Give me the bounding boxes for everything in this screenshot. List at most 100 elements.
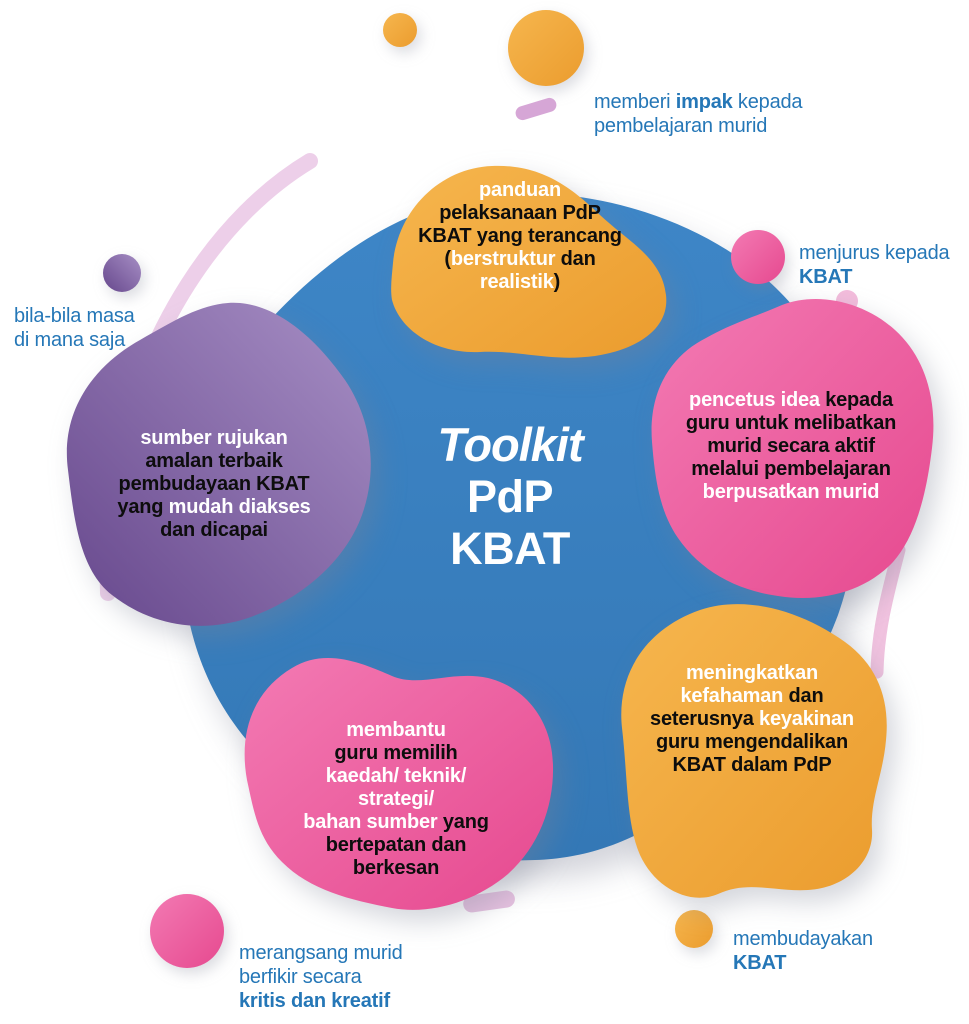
orange-dot-bottom-right	[675, 910, 713, 948]
label-line: KBAT	[799, 265, 949, 289]
text-segment: dan	[555, 248, 596, 270]
text-segment: yang	[437, 811, 489, 833]
text-segment: bertepatan dan	[325, 834, 467, 856]
text-segment: di mana saja	[14, 329, 125, 351]
blob-left-sumber	[66, 302, 371, 626]
text-segment: dan dicapai	[160, 519, 268, 541]
text-segment: impak	[675, 91, 733, 113]
title-kbat: KBAT	[450, 523, 570, 574]
text-segment: pembudayaan KBAT	[118, 473, 310, 495]
text-segment: mudah diakses	[168, 496, 311, 518]
blob-text-line: (berstruktur dan	[418, 248, 622, 271]
blob-text-line: kaedah/ teknik/	[303, 765, 489, 788]
label-line: bila-bila masa	[14, 304, 135, 328]
blob-text-line: berkesan	[303, 857, 489, 880]
label-line: pembelajaran murid	[594, 114, 802, 138]
text-segment: berpusatkan murid	[702, 481, 880, 503]
text-segment: pembelajaran murid	[594, 115, 768, 137]
right-arc-decoration	[870, 543, 906, 679]
label-line: merangsang murid	[239, 941, 403, 965]
text-segment: seterusnya	[650, 708, 760, 730]
text-segment: yang	[117, 496, 169, 518]
text-segment: melalui pembelajaran	[691, 458, 891, 480]
blob-text-line: yang mudah diakses	[117, 496, 310, 519]
blob-bottom-membantu	[244, 658, 554, 910]
label-line: menjurus kepada	[799, 241, 950, 265]
text-segment: kepada	[732, 91, 803, 113]
text-segment: berkesan	[352, 857, 440, 879]
text-segment: kepada	[819, 389, 893, 411]
blob-text-line: seterusnya keyakinan	[650, 708, 854, 731]
orange-dot-small-top	[383, 13, 417, 47]
text-segment: KBAT dalam PdP	[672, 754, 832, 776]
blob-text-line: panduan	[418, 179, 622, 202]
title-toolkit: Toolkit	[437, 418, 583, 471]
text-segment: membudayakan	[733, 928, 873, 950]
text-segment: strategi/	[357, 788, 434, 810]
purple-dot-left	[103, 254, 141, 292]
text-segment: memberi	[594, 91, 676, 113]
blob-text-line: kefahaman dan	[650, 685, 854, 708]
blob-right-pencetus	[651, 298, 934, 599]
label-memberi-impak: memberi impak kepada pembelajaran murid	[594, 90, 803, 138]
text-segment: merangsang murid	[239, 942, 403, 964]
blob-text-line: bertepatan dan	[303, 834, 489, 857]
label-line: membudayakan	[733, 927, 873, 951]
blob-text-line: dan dicapai	[117, 519, 310, 542]
blob-text-line: amalan terbaik	[117, 450, 310, 473]
text-segment: KBAT	[799, 266, 853, 288]
blob-text-line: guru mengendalikan	[650, 731, 854, 754]
blob-text-line: realistik)	[418, 271, 622, 294]
blob-text-line: murid secara aktif	[686, 435, 896, 458]
blob-bottom-right-text: meningkatkan kefahaman dan seterusnya ke…	[650, 662, 854, 777]
label-line: memberi impak kepada	[594, 90, 803, 114]
text-segment: meningkatkan	[685, 662, 819, 684]
orange-dot-large-top	[508, 10, 584, 86]
text-segment: amalan terbaik	[145, 450, 283, 472]
blob-text-line: meningkatkan	[650, 662, 854, 685]
blob-text-line: melalui pembelajaran	[686, 458, 896, 481]
text-segment: keyakinan	[759, 708, 854, 730]
pink-dot-bottom-left	[150, 894, 224, 968]
blob-top-panduan	[391, 165, 667, 358]
text-segment: sumber rujukan	[140, 427, 288, 449]
blob-text-line: pencetus idea kepada	[686, 389, 896, 412]
label-line: di mana saja	[14, 328, 135, 352]
blob-text-line: KBAT dalam PdP	[650, 754, 854, 777]
pink-dot-right	[731, 230, 785, 284]
text-segment: kaedah/ teknik/	[325, 765, 467, 787]
text-segment: murid secara aktif	[707, 435, 875, 457]
text-segment: pelaksanaan PdP	[439, 202, 601, 224]
text-segment: (	[444, 248, 451, 270]
blob-text-line: bahan sumber yang	[303, 811, 489, 834]
text-segment: KBAT	[733, 952, 787, 974]
blob-text-line: pembudayaan KBAT	[117, 473, 310, 496]
blob-text-line: KBAT yang terancang	[418, 225, 622, 248]
blob-bottom-right-meningkatkan	[621, 604, 887, 898]
blob-top-text: panduan pelaksanaan PdP KBAT yang teranc…	[418, 179, 622, 294]
label-line: kritis dan kreatif	[239, 989, 403, 1013]
text-segment: )	[553, 271, 561, 293]
text-segment: guru untuk melibatkan	[685, 412, 897, 434]
text-segment: KBAT yang terancang	[418, 225, 622, 247]
text-segment: bila-bila masa	[14, 305, 135, 327]
text-segment: kritis dan kreatif	[239, 990, 390, 1012]
text-segment: guru mengendalikan	[655, 731, 848, 753]
label-line: KBAT	[733, 951, 873, 975]
blob-text-line: sumber rujukan	[117, 427, 310, 450]
text-segment: berstruktur	[450, 248, 556, 270]
blob-text-line: strategi/	[303, 788, 489, 811]
label-bila-bila-masa: bila-bila masa di mana saja	[14, 304, 135, 352]
text-segment: pencetus idea	[689, 389, 820, 411]
blob-left-text: sumber rujukan amalan terbaik pembudayaa…	[117, 427, 310, 542]
label-merangsang-murid: merangsang murid berfikir secara kritis …	[239, 941, 403, 1013]
text-segment: realistik	[479, 271, 554, 293]
blob-bottom-text: membantu guru memilih kaedah/ teknik/ st…	[303, 719, 489, 880]
text-segment: dan	[783, 685, 824, 707]
blob-text-line: pelaksanaan PdP	[418, 202, 622, 225]
text-segment: kefahaman	[680, 685, 784, 707]
label-line: berfikir secara	[239, 965, 403, 989]
label-menjurus-kbat: menjurus kepada KBAT	[799, 241, 950, 289]
